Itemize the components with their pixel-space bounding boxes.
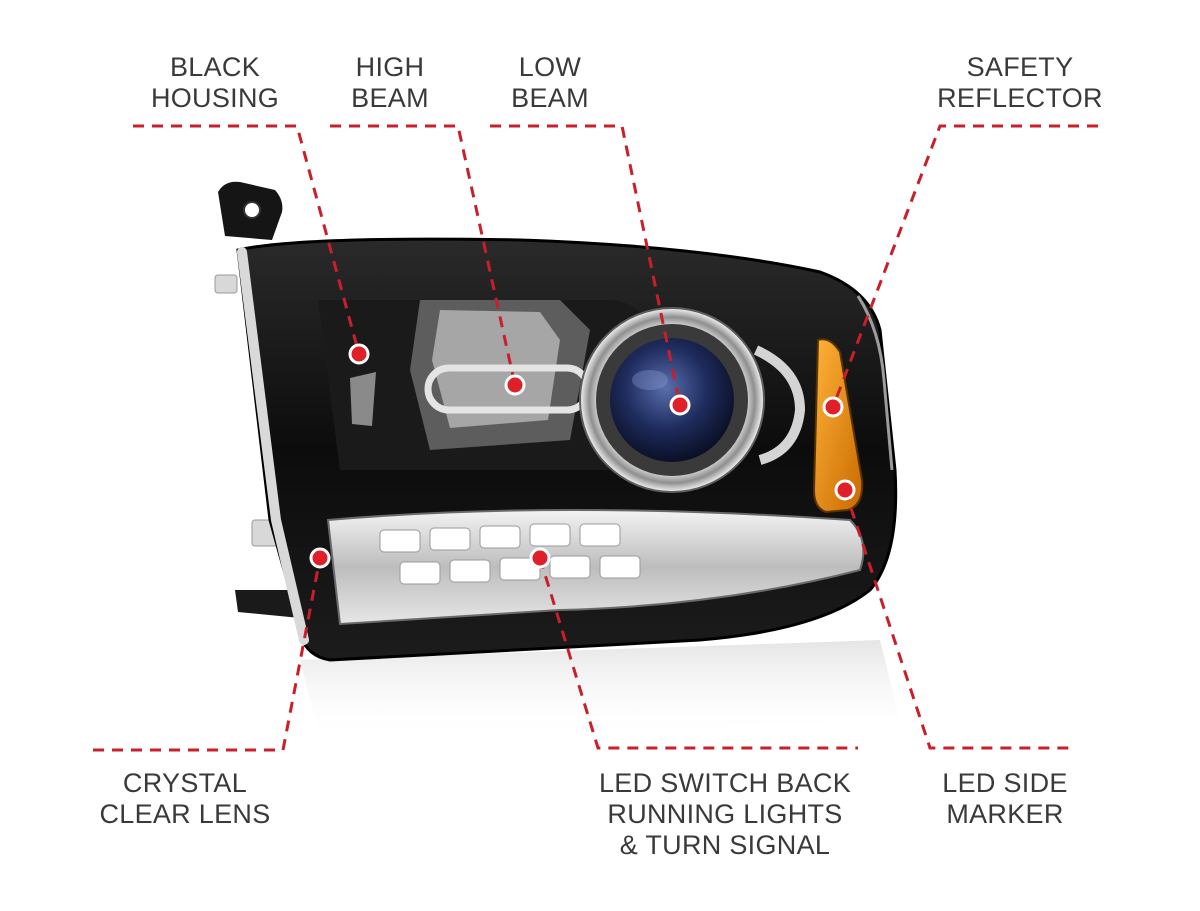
callout-low-beam-line2: BEAM xyxy=(511,83,589,113)
callout-led-switchback: LED SWITCH BACK RUNNING LIGHTS & TURN SI… xyxy=(585,768,865,861)
callout-crystal-clear-lens-line1: CRYSTAL xyxy=(122,768,248,798)
marker-dot-low-beam xyxy=(669,394,691,416)
marker-dot-led-side-marker xyxy=(834,479,856,501)
callout-led-side-marker-line1: LED SIDE xyxy=(942,768,1068,798)
callout-black-housing-line1: BLACK xyxy=(169,52,261,82)
leader-lines xyxy=(93,124,1098,752)
marker-dot-high-beam xyxy=(504,374,526,396)
leader-line-led-switchback xyxy=(538,557,858,750)
marker-dot-led-switchback xyxy=(529,547,551,569)
callout-crystal-clear-lens: CRYSTAL CLEAR LENS xyxy=(70,768,300,830)
callout-black-housing-line2: HOUSING xyxy=(150,83,280,113)
leader-line-safety-reflector xyxy=(831,124,1098,408)
leader-line-high-beam xyxy=(330,124,517,386)
leader-line-crystal-clear-lens xyxy=(93,557,322,752)
floor-reflection xyxy=(300,640,900,740)
leader-line-led-side-marker xyxy=(843,489,1075,750)
callout-safety-reflector: SAFETY REFLECTOR xyxy=(905,52,1135,114)
marker-dot-black-housing xyxy=(348,343,370,365)
marker-dot-safety-reflector xyxy=(822,396,844,418)
callout-led-side-marker-line2: MARKER xyxy=(946,799,1064,829)
callout-high-beam-line1: HIGH xyxy=(355,52,425,82)
callout-low-beam: LOW BEAM xyxy=(460,52,640,114)
callout-led-switchback-line3: & TURN SIGNAL xyxy=(619,830,831,860)
reflector-area xyxy=(318,300,650,470)
led-drl-strip xyxy=(326,509,865,626)
callout-crystal-clear-lens-line2: CLEAR LENS xyxy=(99,799,271,829)
amber-side-marker xyxy=(812,338,864,514)
callout-low-beam-line1: LOW xyxy=(518,52,582,82)
callout-led-side-marker: LED SIDE MARKER xyxy=(900,768,1110,830)
callout-high-beam: HIGH BEAM xyxy=(300,52,480,114)
marker-dot-crystal-clear-lens xyxy=(309,547,331,569)
leader-line-low-beam xyxy=(490,124,682,406)
callout-safety-reflector-line1: SAFETY xyxy=(966,52,1074,82)
callout-led-switchback-line2: RUNNING LIGHTS xyxy=(607,799,843,829)
callout-high-beam-line2: BEAM xyxy=(351,83,429,113)
marker-dots xyxy=(309,343,856,569)
callout-black-housing: BLACK HOUSING xyxy=(120,52,310,114)
callout-led-switchback-line1: LED SWITCH BACK xyxy=(598,768,852,798)
mounting-tabs xyxy=(214,181,300,618)
callout-safety-reflector-line2: REFLECTOR xyxy=(937,83,1103,113)
